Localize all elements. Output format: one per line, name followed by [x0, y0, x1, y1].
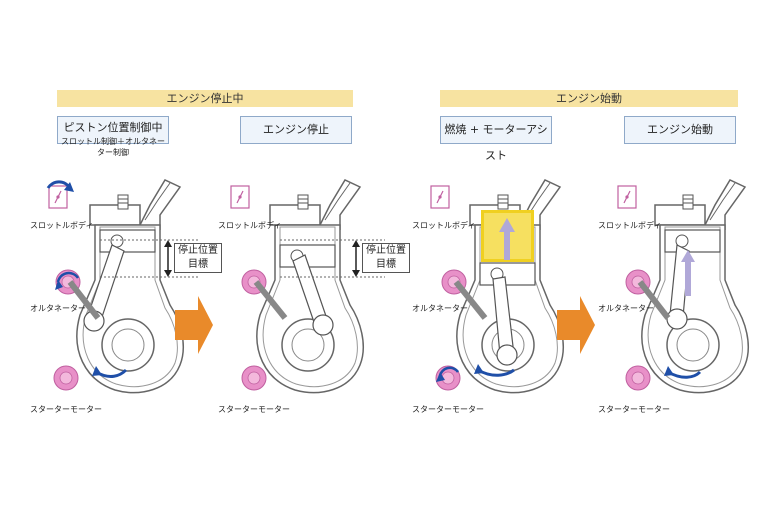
phase-banner-start: エンジン始動 — [440, 90, 738, 107]
throttle-label-3: スロットルボディ — [412, 221, 476, 230]
throttle-4 — [617, 185, 637, 209]
step-sublabel: スロットル制御＋オルタネーター制御 — [61, 137, 165, 157]
engine-1 — [76, 179, 185, 394]
engine-4 — [641, 179, 750, 394]
target-label-2: 目標 — [376, 259, 396, 270]
step-box-piston-control: ピストン位置制御中 スロットル制御＋オルタネーター制御 — [57, 116, 169, 157]
starter-4 — [625, 365, 651, 391]
piston-up-arrow — [681, 250, 695, 296]
step-label: 燃焼 + モーターアシスト — [444, 123, 548, 162]
starter-label-1: スターターモーター — [30, 405, 102, 414]
engine-3 — [456, 179, 565, 394]
starter-label-3: スターターモーター — [412, 405, 484, 414]
starter-label-2: スターターモーター — [218, 405, 290, 414]
throttle-label-1: スロットルボディ — [30, 221, 94, 230]
step-label: ピストン位置制御中 — [63, 121, 163, 134]
alternator-label-4: オルタネーター — [598, 304, 654, 313]
alternator-label-3: オルタネーター — [412, 304, 468, 313]
target-label: 停止位置 — [178, 245, 218, 256]
step-box-combustion-assist: 燃焼 + モーターアシスト — [440, 116, 552, 162]
target-label-2: 目標 — [188, 259, 208, 270]
target-label: 停止位置 — [366, 245, 406, 256]
throttle-1 — [48, 185, 68, 209]
alternator-label-1: オルタネーター — [30, 304, 86, 313]
phase-banner-stop: エンジン停止中 — [57, 90, 353, 107]
starter-1 — [53, 365, 79, 391]
starter-label-4: スターターモーター — [598, 405, 670, 414]
throttle-label-2: スロットルボディ — [218, 221, 282, 230]
transition-arrow-2 — [557, 296, 595, 354]
combustion-arrow — [499, 218, 515, 260]
throttle-label-4: スロットルボディ — [598, 221, 662, 230]
starter-2 — [241, 365, 267, 391]
engine-2 — [256, 179, 365, 394]
step-label: エンジン停止 — [263, 123, 329, 136]
transition-arrow-1 — [175, 296, 213, 354]
throttle-3 — [430, 185, 450, 209]
target-box-1: 停止位置 目標 — [174, 243, 222, 273]
step-box-engine-start: エンジン始動 — [624, 116, 736, 144]
throttle-2 — [230, 185, 250, 209]
step-label: エンジン始動 — [647, 123, 713, 136]
target-box-2: 停止位置 目標 — [362, 243, 410, 273]
step-box-engine-stop: エンジン停止 — [240, 116, 352, 144]
